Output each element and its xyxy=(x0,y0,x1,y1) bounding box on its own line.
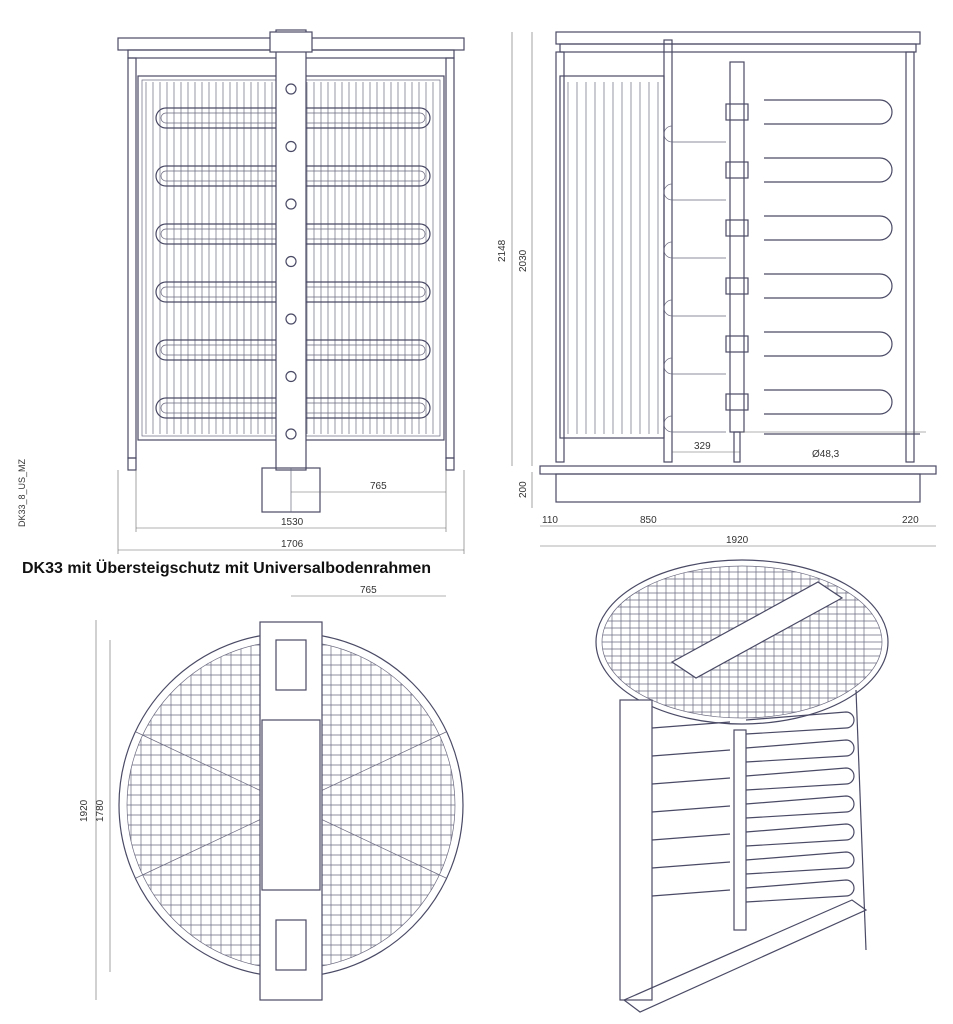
dim-outer-length: 1920 xyxy=(79,799,90,822)
dim-radius: 765 xyxy=(360,585,377,596)
dim-arm-length: 850 xyxy=(640,515,657,526)
front-view: 765 1530 1706 xyxy=(117,29,465,554)
dim-total-height: 2148 xyxy=(497,239,508,262)
drawing-caption: DK33 mit Übersteigschutz mit Universalbo… xyxy=(22,560,431,577)
side-view: 2148 2030 200 110 850 220 1920 329 Ø48,3 xyxy=(497,31,937,547)
dim-outer-width: 1706 xyxy=(281,539,304,550)
dim-half-width: 765 xyxy=(370,481,387,492)
dim-frame-width: 1530 xyxy=(281,517,304,528)
dim-frame-height: 2030 xyxy=(518,249,529,272)
dim-total-depth: 1920 xyxy=(726,535,749,546)
dim-inner-length: 1780 xyxy=(95,799,106,822)
isometric-view xyxy=(595,559,889,1013)
dim-left-offset: 110 xyxy=(542,515,558,526)
dim-tube-diameter: Ø48,3 xyxy=(812,449,840,460)
top-view: 765 1920 1780 xyxy=(79,585,464,1001)
dim-base-height: 200 xyxy=(518,481,529,498)
dim-post-offset: 329 xyxy=(694,441,711,452)
dim-right-offset: 220 xyxy=(902,515,919,526)
